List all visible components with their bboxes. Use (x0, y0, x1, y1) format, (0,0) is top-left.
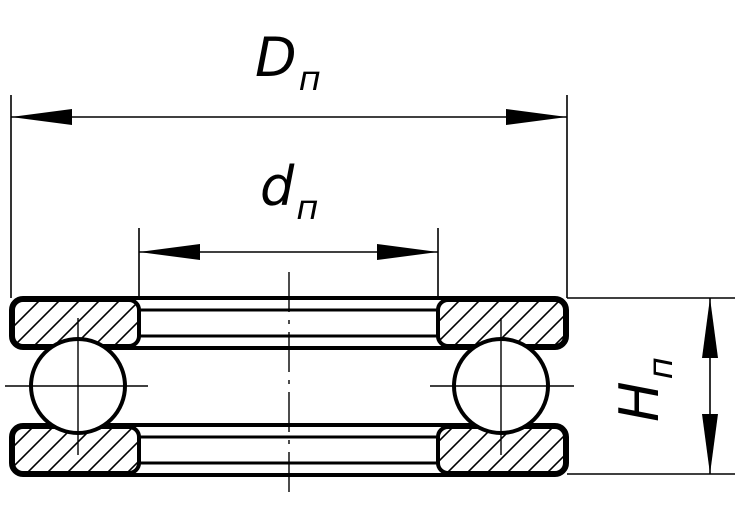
arrow-left-icon (11, 109, 72, 125)
arrow-down-icon (702, 414, 718, 474)
height-dimension (702, 298, 718, 474)
arrow-up-icon (702, 298, 718, 358)
center-lines (5, 272, 574, 500)
extension-lines (10, 95, 735, 475)
arrow-right-icon (377, 244, 438, 260)
inner-diameter-dimension (139, 244, 438, 260)
arrow-right-icon (506, 109, 567, 125)
height-label: Hп (608, 357, 681, 422)
inner-diameter-label: dп (260, 155, 319, 228)
outer-diameter-label: Dп (255, 26, 321, 99)
arrow-left-icon (139, 244, 200, 260)
outer-diameter-dimension (11, 109, 567, 125)
